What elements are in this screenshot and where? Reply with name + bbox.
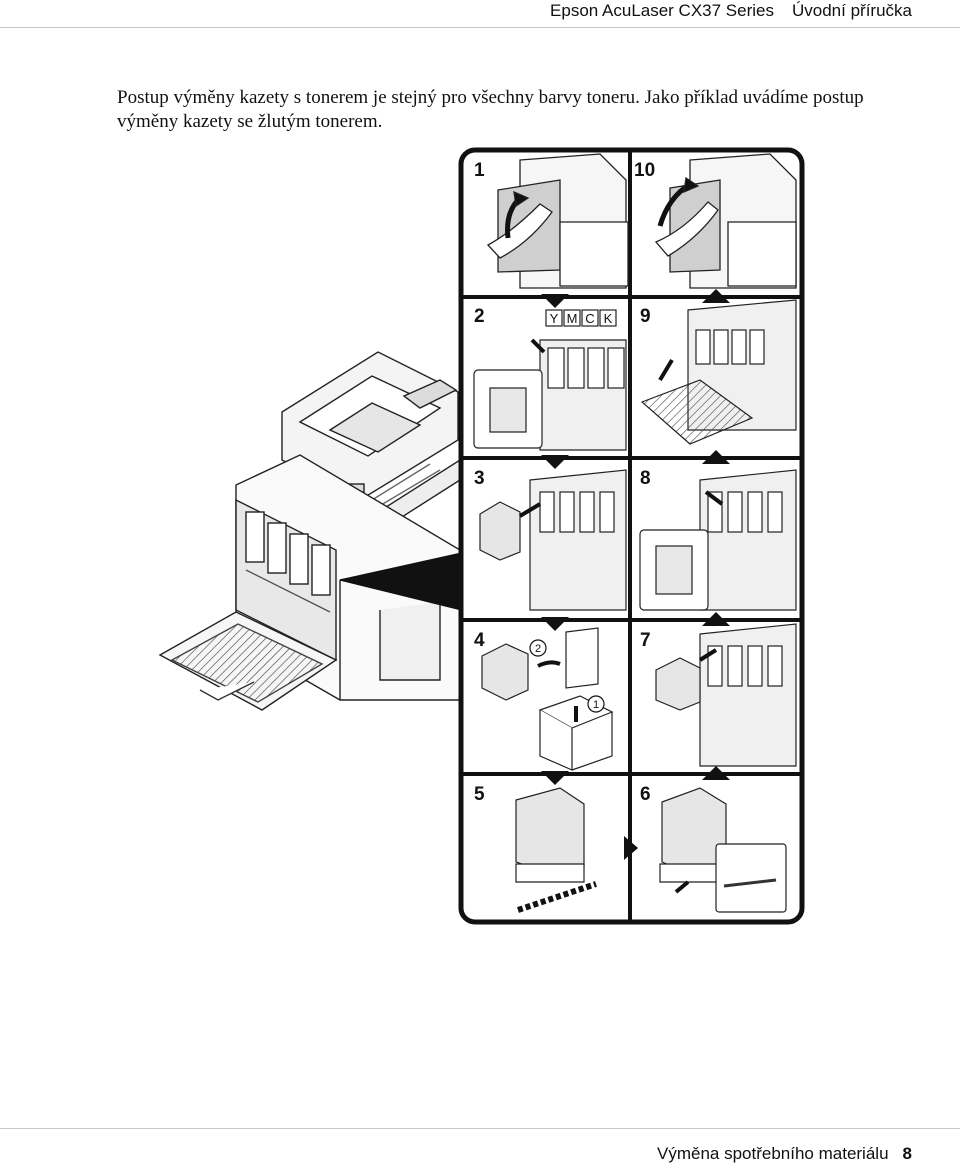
panel-1-open-cover [486,153,629,289]
panel-5-shake-cartridge [515,787,597,913]
page-header: Epson AcuLaser CX37 Series Úvodní příručk… [0,0,960,28]
toner-label-c: C [585,311,594,326]
toner-label-y: Y [550,311,559,326]
toner-color-labels: Y M C K [550,311,613,326]
toner-label-k: K [604,311,613,326]
header-text: Epson AcuLaser CX37 Series Úvodní příručk… [532,0,912,22]
step-4-callouts: 2 1 [535,643,599,711]
step-label-2: 2 [474,306,485,327]
step-label-7: 7 [640,630,651,651]
step-label-3: 3 [474,468,485,489]
printer-overview-illustration [158,351,463,711]
step-label-5: 5 [474,784,485,805]
page-footer: Výměna spotřebního materiálu 8 [657,1143,912,1165]
header-guide: Úvodní příručka [792,1,912,20]
panel-10-close-cover [654,153,797,289]
panel-3-remove-cartridge [479,469,627,611]
panel-6-remove-tape [659,787,787,913]
step-label-9: 9 [640,306,651,327]
step-number-labels: 1 2 3 4 5 10 9 8 7 6 [474,160,655,805]
page-footer-rule [0,1128,960,1129]
panel-9-close-inner [640,299,797,445]
toner-replacement-figure: 1 2 3 4 5 10 9 8 7 6 [158,147,805,925]
toner-label-m: M [567,311,578,326]
step-label-4: 4 [474,630,485,651]
panel-8-insert-cartridge [639,469,797,611]
step-label-10: 10 [634,160,655,181]
step-label-8: 8 [640,468,651,489]
panel-4-unpack-cartridge [481,627,614,771]
panel-7-push-cartridge [655,623,797,767]
panel-2-release-cartridge [473,309,627,451]
intro-paragraph: Postup výměny kazety s tonerem je stejný… [117,87,864,132]
footer-section-title: Výměna spotřebního materiálu [657,1144,889,1163]
step-label-1: 1 [474,160,485,181]
callout-1: 1 [593,699,599,711]
step-label-6: 6 [640,784,651,805]
page-number: 8 [902,1144,912,1163]
callout-2: 2 [535,643,541,655]
header-product: Epson AcuLaser CX37 Series [550,1,774,20]
